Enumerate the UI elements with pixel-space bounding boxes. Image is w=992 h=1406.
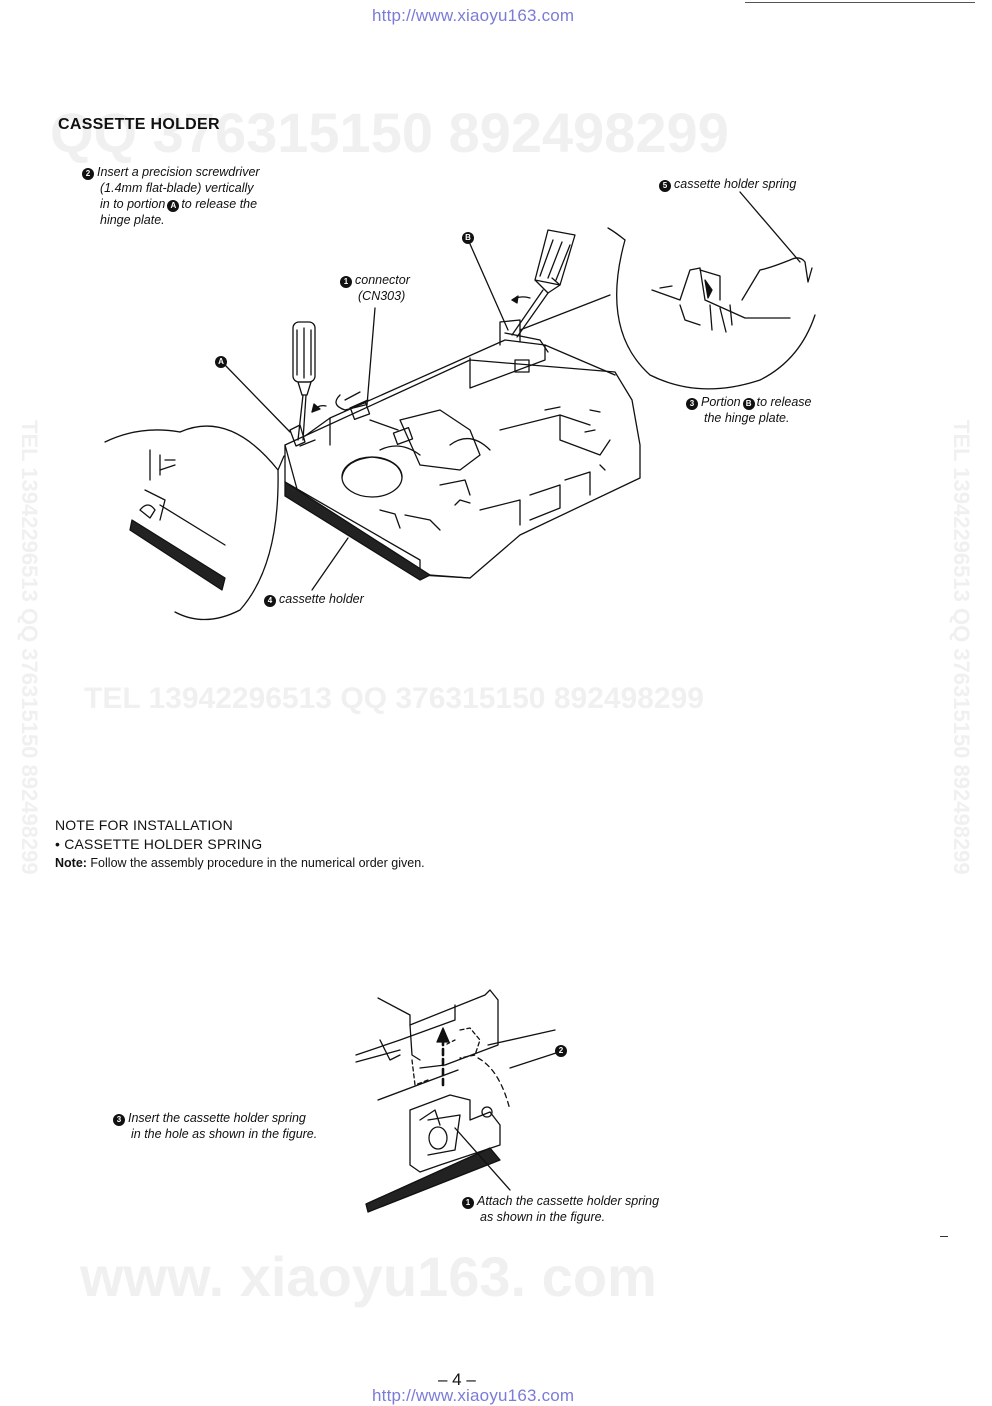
install-marker-step-2: 2 — [555, 1041, 570, 1057]
callout-text-line: Insert a precision screwdriver — [97, 165, 260, 179]
spring-installation-drawing — [355, 989, 557, 1213]
callout-text-line: connector — [355, 273, 410, 287]
callout-text-line: to release the — [181, 197, 258, 211]
footer-url[interactable]: http://www.xiaoyu163.com — [372, 1386, 575, 1405]
callout-text-line: Attach the cassette holder spring — [477, 1194, 660, 1208]
watermark-tel-middle: TEL 13942296513 QQ 376315150 892498299 — [84, 682, 704, 715]
header-url[interactable]: http://www.xiaoyu163.com — [372, 6, 575, 25]
watermark-qq-top: QQ 376315150 892498299 — [50, 101, 729, 164]
page-number: – 4 – — [438, 1370, 476, 1389]
step-number-badge: 1 — [340, 276, 352, 288]
portion-marker-badge: B — [742, 398, 755, 410]
callout-text-line: in the hole as shown in the figure. — [131, 1127, 318, 1141]
step-number-badge: 2 — [82, 168, 94, 180]
callout-text-line: Portion — [701, 395, 741, 409]
watermark-url-bottom: www. xiaoyu163. com — [80, 1245, 657, 1308]
step-number-badge: 4 — [264, 595, 276, 607]
callout-text-line: hinge plate. — [100, 213, 165, 227]
callout-text: cassette holder — [279, 592, 364, 606]
callout-text-line: the hinge plate. — [704, 411, 790, 425]
note-text: Follow the assembly procedure in the num… — [86, 856, 425, 870]
installation-title: NOTE FOR INSTALLATION — [55, 817, 233, 833]
cassette-holder-drawing — [104, 191, 816, 621]
callout-text-line: to release — [756, 395, 812, 409]
step-number-badge: 3 — [113, 1114, 125, 1126]
portion-marker-badge: A — [167, 200, 180, 212]
step-number-badge: 3 — [686, 398, 698, 410]
section-title: CASSETTE HOLDER — [58, 116, 220, 133]
callout-text-line: Insert the cassette holder spring — [128, 1111, 306, 1125]
marker-a-badge: A — [215, 356, 227, 368]
edge-mark — [940, 1236, 948, 1237]
callout-text-line: as shown in the figure. — [480, 1210, 606, 1224]
installation-subtitle: • CASSETTE HOLDER SPRING — [55, 836, 263, 852]
top-edge-line — [745, 2, 975, 3]
callout-text-line: (1.4mm flat-blade) vertically — [100, 181, 254, 195]
installation-note: Note: Follow the assembly procedure in t… — [55, 856, 425, 870]
marker-b: B — [462, 228, 477, 244]
callout-text-line: in to portion — [100, 197, 166, 211]
step-number-badge: 1 — [462, 1197, 474, 1209]
step-number-badge: 5 — [659, 180, 671, 192]
step-number-badge: 2 — [555, 1045, 567, 1057]
callout-text: cassette holder spring — [674, 177, 797, 191]
note-label: Note: — [55, 856, 87, 870]
marker-b-badge: B — [462, 232, 474, 244]
watermark-vertical-left: TEL 13942296513 QQ 376315150 892498299 — [17, 420, 42, 875]
marker-a: A — [215, 352, 230, 368]
watermark-vertical-right: TEL 13942296513 QQ 376315150 892498299 — [949, 420, 974, 875]
callout-text-line: (CN303) — [358, 289, 406, 303]
